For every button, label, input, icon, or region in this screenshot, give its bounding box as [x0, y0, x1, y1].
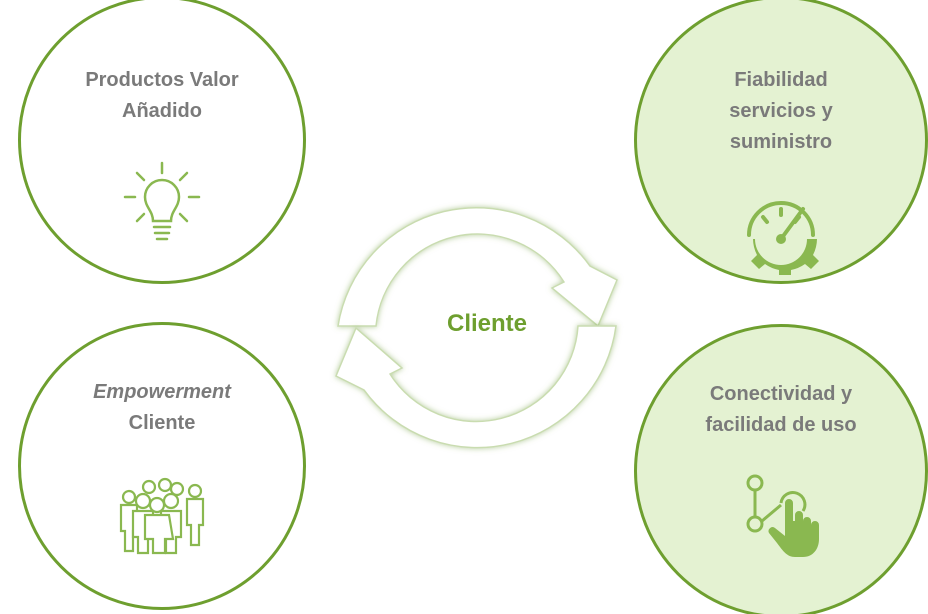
label-line: Añadido	[122, 100, 202, 122]
label-line: Fiabilidad	[734, 69, 828, 91]
touch-connection-icon	[746, 474, 819, 557]
label-line: Empowerment	[93, 381, 231, 403]
cycle-arrow-upper	[337, 206, 618, 328]
lightbulb-icon	[123, 161, 201, 241]
node-label: Productos Valor Añadido	[21, 65, 303, 127]
people-group-icon	[119, 477, 205, 555]
label-line: Conectividad y	[709, 383, 853, 405]
label-line: Productos Valor	[85, 69, 239, 91]
cycle-arrows	[335, 206, 618, 449]
label-line: facilidad de uso	[705, 414, 857, 436]
speedometer-gear-icon	[745, 201, 819, 275]
node-label: Empowerment Cliente	[21, 377, 303, 439]
node-fiabilidad: Fiabilidad servicios y suministro	[634, 0, 928, 284]
node-label: Conectividad y facilidad de uso	[637, 379, 925, 441]
node-conectividad: Conectividad y facilidad de uso	[634, 324, 928, 614]
label-line: suministro	[729, 131, 833, 153]
cycle-arrow-lower	[335, 325, 617, 449]
label-line: Cliente	[128, 412, 196, 434]
center-label: Cliente	[446, 310, 527, 337]
node-productos-valor: Productos Valor Añadido	[18, 0, 306, 284]
label-line: servicios y	[729, 100, 833, 122]
node-empowerment: Empowerment Cliente	[18, 322, 306, 610]
node-label: Fiabilidad servicios y suministro	[637, 65, 925, 158]
